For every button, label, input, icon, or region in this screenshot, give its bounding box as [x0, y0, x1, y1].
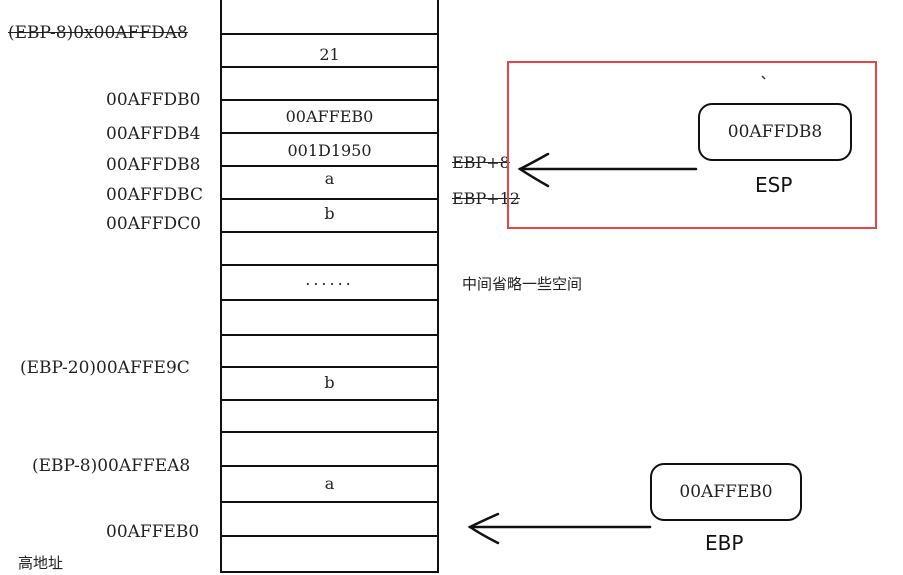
- stack-cell-param-a: a: [324, 169, 335, 188]
- stack-cell-local-b: b: [324, 373, 335, 392]
- ink-mark: [761, 75, 766, 80]
- ebp-pointer-arrow: [467, 512, 652, 545]
- stack-row-divider: [220, 231, 439, 233]
- address-label-affea8: (EBP-8)00AFFEA8: [32, 456, 191, 476]
- stack-cell-old-ebp: 00AFFEB0: [285, 107, 374, 126]
- esp-pointer-arrow: [517, 152, 698, 188]
- stack-row-divider: [220, 299, 439, 301]
- address-label-affdb4: 00AFFDB4: [106, 124, 201, 144]
- stack-row-divider: [220, 66, 439, 68]
- stack-row-divider: [220, 33, 439, 35]
- stack-cell-21: 21: [319, 45, 340, 64]
- address-label-affdb8: 00AFFDB8: [106, 155, 201, 175]
- stack-cell-param-b: b: [324, 204, 335, 223]
- stack-row-divider: [220, 399, 439, 401]
- stack-row-divider: [220, 431, 439, 433]
- ebp-register-value: 00AFFEB0: [679, 482, 773, 502]
- offset-label-ebp8: EBP+8: [452, 153, 510, 172]
- address-label-affe9c: (EBP-20)00AFFE9C: [20, 358, 190, 378]
- stack-cell-local-a: a: [324, 474, 335, 493]
- stack-row-divider: [220, 132, 439, 134]
- esp-highlight-frame: [507, 61, 877, 229]
- stack-row-divider: [220, 264, 439, 266]
- stack-cell-return-address: 001D1950: [287, 141, 372, 160]
- stack-row-divider: [220, 501, 439, 503]
- esp-register-label: ESP: [755, 173, 793, 197]
- omitted-space-note: 中间省略一些空间: [462, 275, 583, 293]
- address-label-affdb0: 00AFFDB0: [106, 90, 201, 110]
- stack-row-divider: [220, 198, 439, 200]
- address-label-top: (EBP-8)0x00AFFDA8: [8, 23, 188, 43]
- stack-column: [220, 0, 439, 573]
- stack-row-divider: [220, 165, 439, 167]
- address-label-affeb0: 00AFFEB0: [106, 522, 200, 542]
- esp-register-value: 00AFFDB8: [727, 122, 823, 142]
- esp-register-box: 00AFFDB8: [698, 103, 852, 161]
- offset-label-ebp12: EBP+12: [452, 189, 520, 208]
- high-address-label: 高地址: [18, 554, 64, 572]
- stack-row-divider: [220, 535, 439, 537]
- address-label-affdbc: 00AFFDBC: [106, 185, 203, 205]
- ebp-register-box: 00AFFEB0: [650, 463, 802, 521]
- stack-cell-ellipsis: ......: [305, 270, 354, 289]
- ebp-register-label: EBP: [705, 531, 744, 555]
- stack-row-divider: [220, 334, 439, 336]
- stack-row-divider: [220, 99, 439, 101]
- stack-row-divider: [220, 366, 439, 368]
- address-label-affdc0: 00AFFDC0: [106, 214, 201, 234]
- stack-row-divider: [220, 465, 439, 467]
